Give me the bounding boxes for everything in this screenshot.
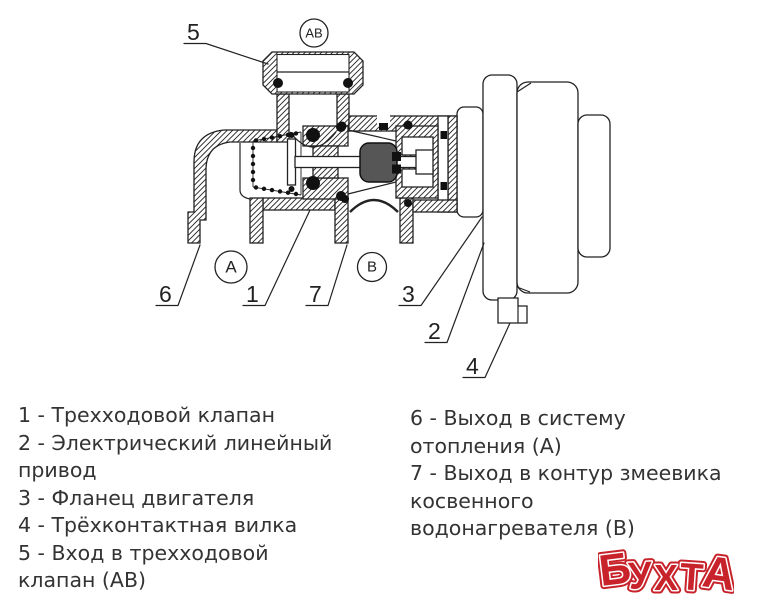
port-label-a: А	[225, 258, 237, 277]
valve-internals	[239, 120, 434, 213]
legend-line: 6 - Выход в систему	[410, 406, 626, 430]
o-ring-seal	[306, 176, 320, 190]
legend-line: 3 - Фланец двигателя	[18, 485, 255, 510]
legend-line: косвенного	[410, 488, 534, 513]
port-a-wall	[249, 197, 264, 244]
svg-text:Б У Х Т: Б У Х Т А	[598, 543, 734, 600]
legend-line: водонагревателя (В)	[410, 516, 635, 540]
legend-left-column: 1 - Трехходовой клапан 2 - Электрический…	[18, 402, 332, 595]
port-labels: АВ А В	[214, 18, 388, 284]
legend-line: 4 - Трёхконтактная вилка	[18, 513, 298, 537]
callout-7: 7	[309, 281, 322, 307]
callout-2: 2	[428, 318, 441, 344]
spring-coils	[250, 131, 299, 197]
inlet-nut	[262, 51, 364, 95]
logo-letter: Т	[678, 556, 704, 600]
logo-letter: А	[700, 545, 734, 600]
logo-letter: Б	[598, 543, 634, 595]
legend-line: 7 - Выход в контур змеевика	[410, 461, 722, 485]
port-b-wall-left	[334, 197, 349, 244]
callout-1: 1	[246, 281, 259, 307]
logo-letter: У	[627, 555, 653, 598]
actuator-adapter	[456, 106, 484, 218]
legend-right-column: 6 - Выход в систему отопления (А) 7 - Вы…	[410, 405, 722, 543]
actuator-plug	[497, 297, 528, 324]
callout-4: 4	[466, 353, 479, 379]
legend-line: привод	[18, 458, 97, 482]
body-right-face	[447, 115, 458, 213]
callout-6: 6	[159, 281, 172, 307]
legend-line: клапан (АВ)	[18, 568, 147, 592]
port-b-dome	[349, 198, 399, 213]
svg-text:Б У Х Т: Б У Х Т А	[598, 543, 734, 600]
brand-logo: Б У Х Т А Б У Х Т А	[598, 540, 734, 602]
valve-disc-seal	[359, 142, 398, 183]
callout-3: 3	[402, 281, 415, 307]
logo-letter: Х	[654, 557, 678, 598]
body-bottom-wall	[262, 197, 336, 211]
o-ring-seal	[306, 128, 320, 142]
legend-line: 2 - Электрический линейный	[18, 430, 333, 455]
legend-line: 5 - Вход в трехходовой	[18, 540, 269, 565]
actuator-front-section	[482, 74, 518, 301]
actuator-body	[456, 74, 611, 324]
spring-seat	[286, 138, 297, 186]
legend-line: отопления (А)	[410, 433, 562, 458]
actuator-rear-section	[577, 114, 611, 258]
port-label-ab: АВ	[305, 26, 322, 41]
port-label-b: В	[367, 259, 377, 276]
valve-cross-section-diagram: АВ А В 5 6 1 7 3 2 4	[155, 18, 611, 379]
actuator-main-section	[516, 81, 579, 294]
spring-outline	[252, 131, 302, 196]
legend-line: 1 - Трехходовой клапан	[18, 403, 276, 427]
callout-5: 5	[187, 19, 200, 45]
callouts: 5 6 1 7 3 2 4	[155, 19, 511, 379]
logo-letter: Х	[654, 557, 678, 598]
